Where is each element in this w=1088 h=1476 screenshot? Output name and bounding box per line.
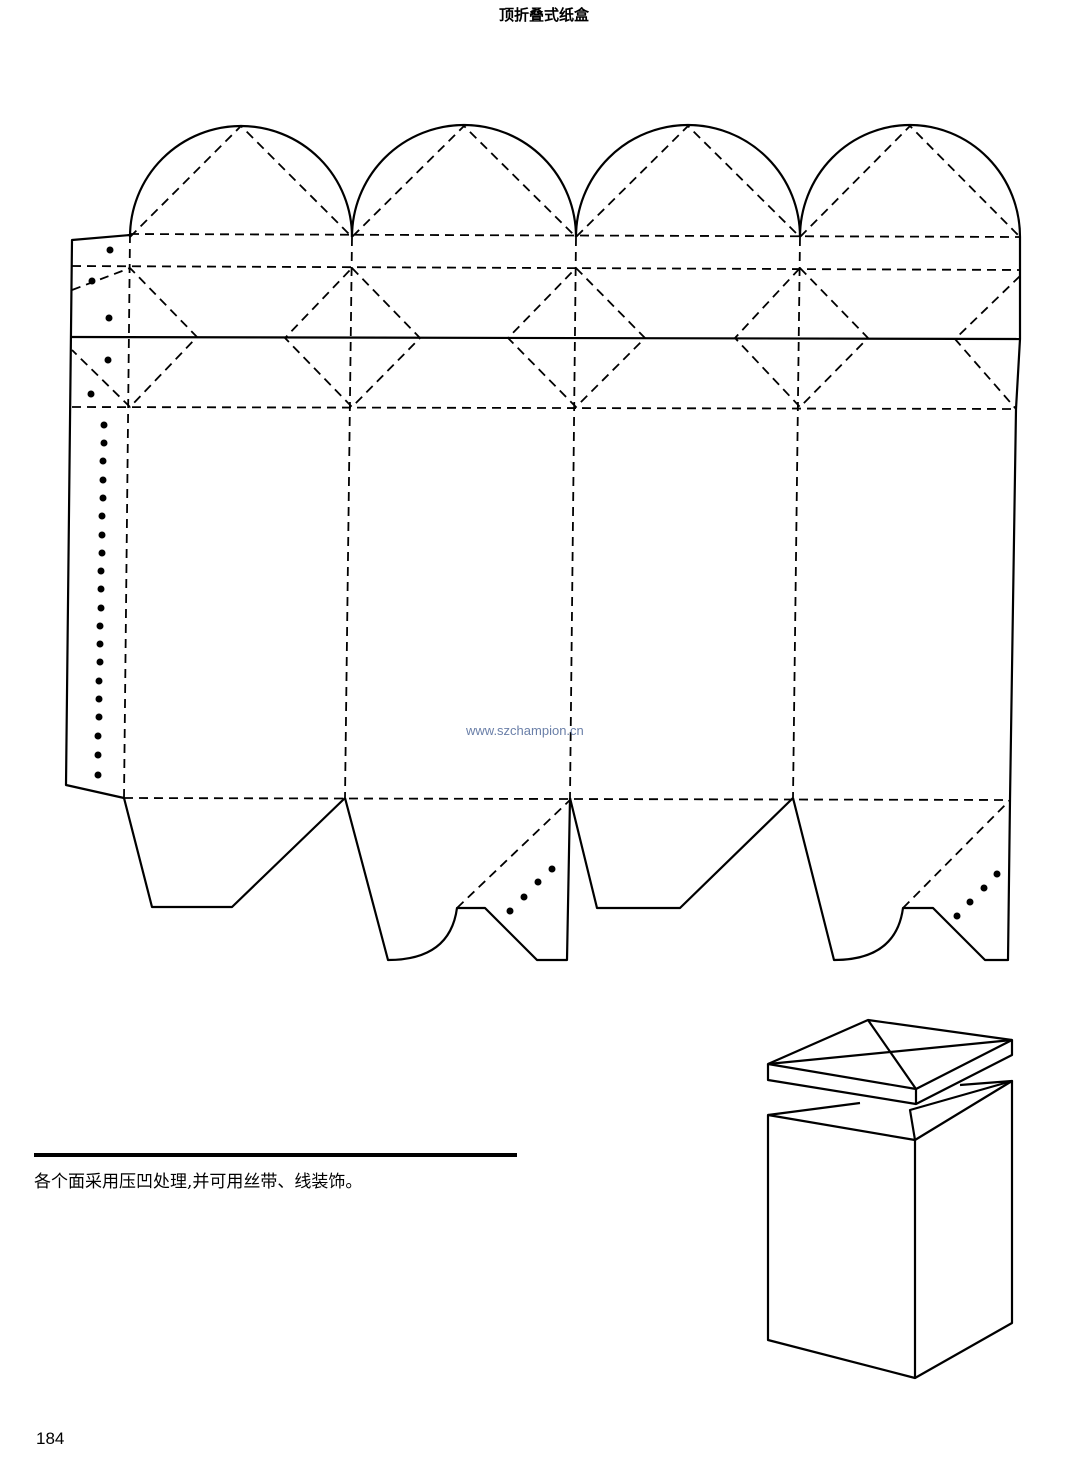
bottom-flap-4 [791,797,1012,962]
vertical-folds [123,233,801,799]
watermark-url: www.szchampion.cn [466,723,584,738]
top-arc-1 [128,124,354,238]
horizontal-folds [71,233,1021,801]
glue-flap [64,233,131,800]
center-cut-line [71,335,1021,341]
caption-rule [34,1153,517,1157]
bottom-flap-2 [343,797,572,962]
assembled-box-illustration [766,1018,1014,1380]
bottom-flap-3 [568,797,794,910]
diamond-folds [71,266,1021,410]
right-edge [1008,237,1022,801]
dieline [64,123,1022,962]
page-number: 184 [36,1429,65,1448]
caption-text: 各个面采用压凹处理,并可用丝带、线装饰。 [34,1172,363,1192]
bottom-flap-1 [122,797,346,909]
bottom-flap-2-fold [456,799,571,909]
top-arc-2 [350,123,578,238]
glue-dots [87,246,1001,920]
page-title: 顶折叠式纸盒 [498,6,589,24]
top-arc-3 [574,123,802,238]
bottom-flap-4-fold [902,799,1011,909]
top-arc-4 [798,123,1022,238]
